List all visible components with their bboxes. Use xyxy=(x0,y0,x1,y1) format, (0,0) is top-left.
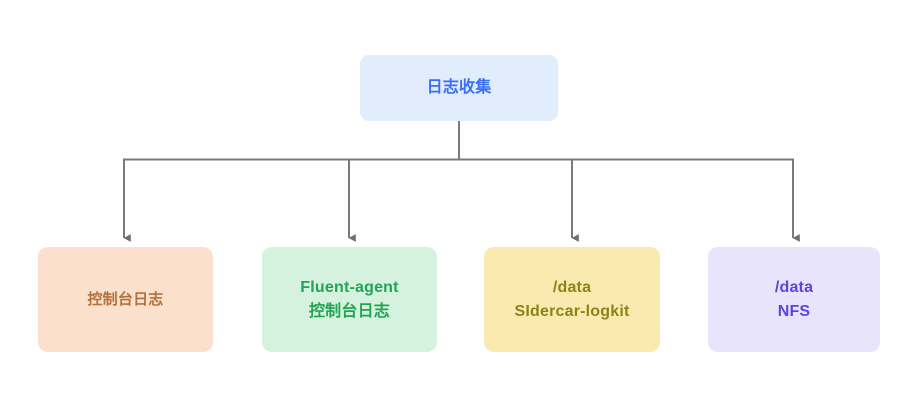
node-sidecar-logkit-line-1: /data xyxy=(552,278,592,296)
node-sidecar-logkit-line-2: SIdercar-logkit xyxy=(514,302,630,320)
node-console-log[interactable]: 控制台日志 xyxy=(38,247,213,352)
node-nfs-line-2: NFS xyxy=(777,302,811,320)
node-fluent-agent[interactable]: Fluent-agent 控制台日志 xyxy=(262,247,437,352)
node-fluent-agent-line-1: Fluent-agent xyxy=(300,278,399,296)
node-sidecar-logkit[interactable]: /data SIdercar-logkit xyxy=(484,247,660,352)
node-fluent-agent-line-2: 控制台日志 xyxy=(308,302,390,320)
node-log-collection[interactable]: 日志收集 xyxy=(360,55,558,121)
node-nfs-line-1: /data xyxy=(774,278,814,296)
node-log-collection-line-1: 日志收集 xyxy=(426,79,492,96)
node-nfs[interactable]: /data NFS xyxy=(708,247,880,352)
node-console-log-line-1: 控制台日志 xyxy=(87,290,164,308)
